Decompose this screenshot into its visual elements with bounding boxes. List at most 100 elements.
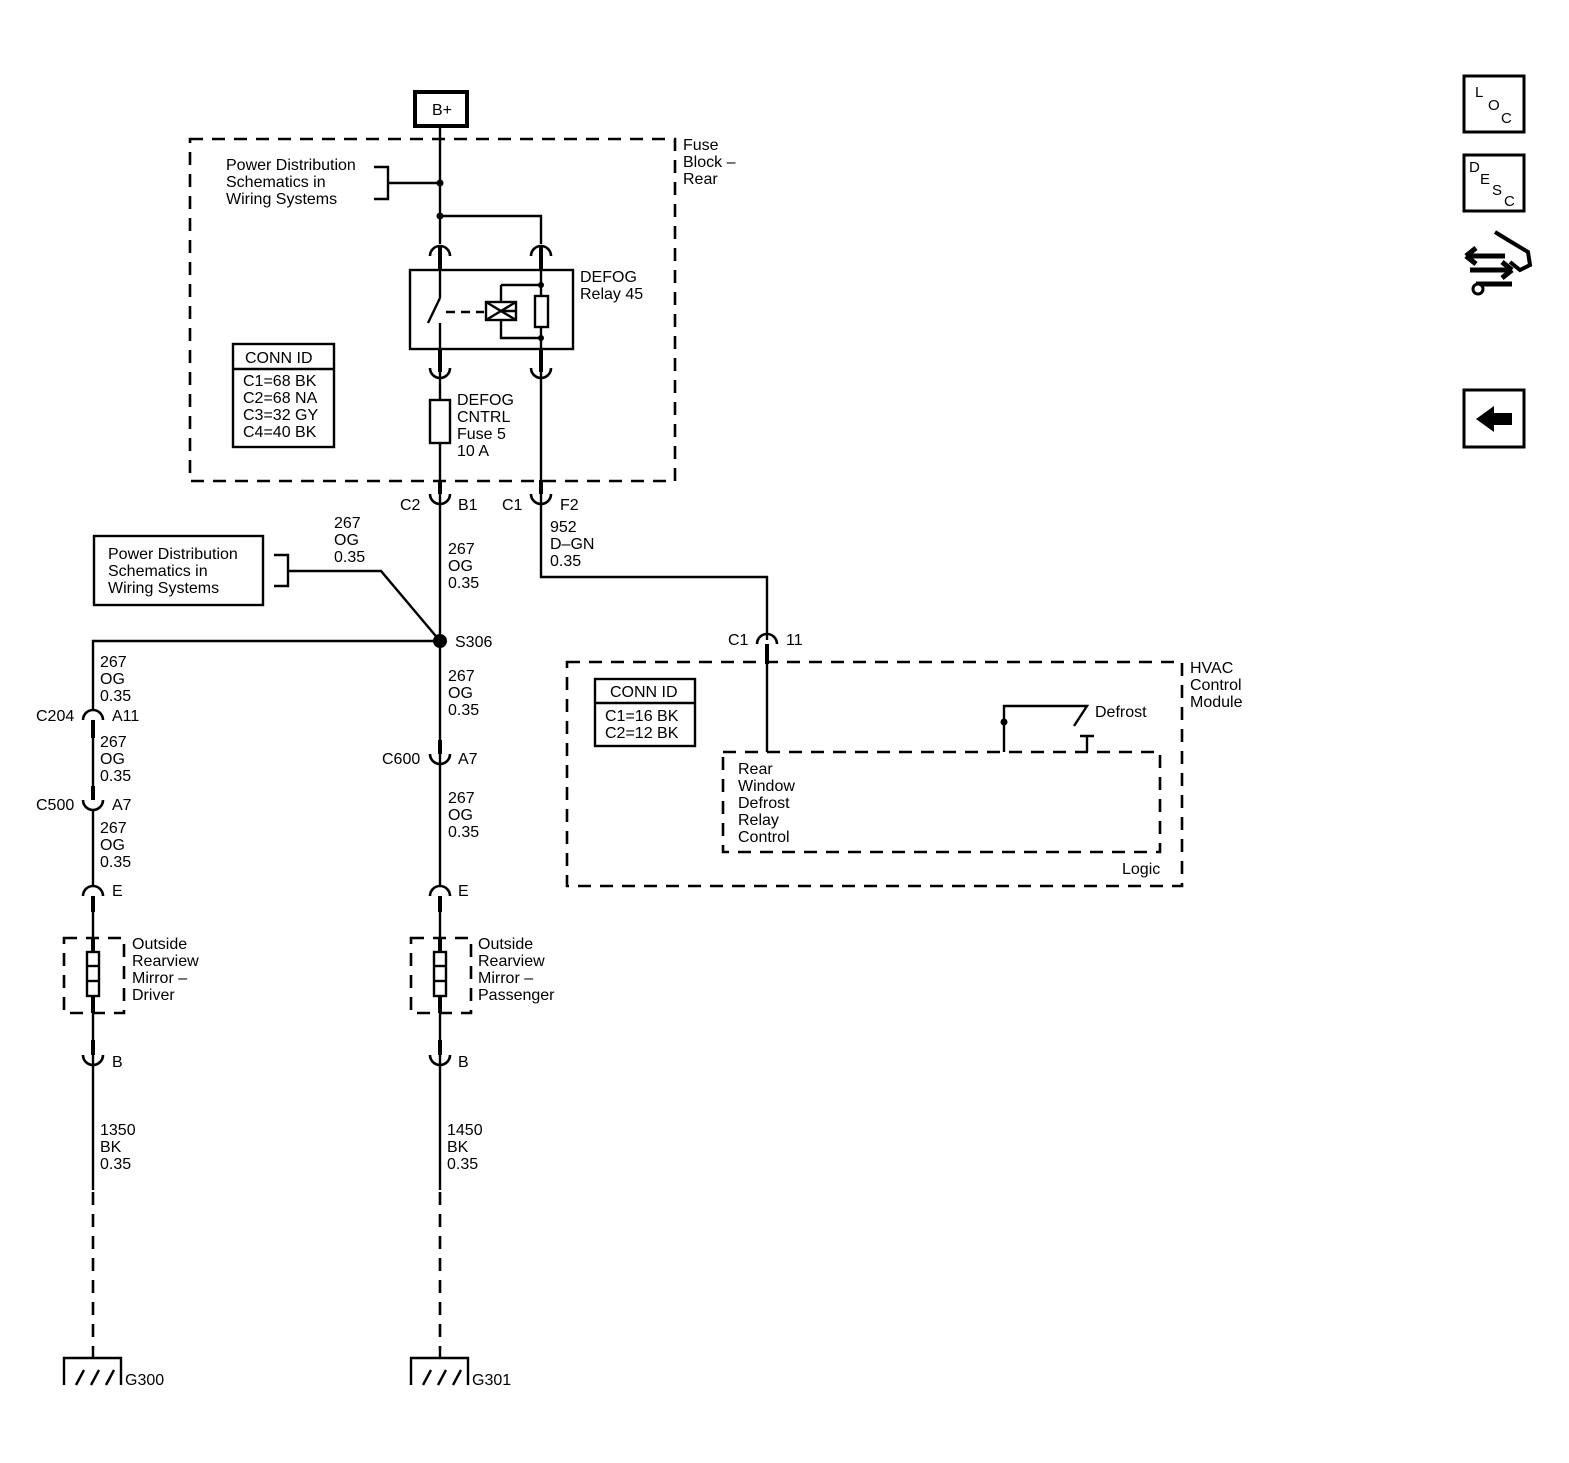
relay-switch <box>426 270 442 349</box>
svg-text:0.35: 0.35 <box>100 1156 131 1173</box>
svg-text:0.35: 0.35 <box>100 688 131 705</box>
wire-267-left <box>91 639 440 710</box>
svg-text:C: C <box>1504 193 1515 210</box>
connector-handshake-icon[interactable] <box>1464 230 1533 296</box>
ground-g300: G300 <box>62 1350 164 1389</box>
hvac-logic-box <box>721 750 1162 854</box>
svg-text:952: 952 <box>550 519 577 536</box>
ground-g301: G301 <box>409 1350 511 1389</box>
fuse-block-conn-id-table: CONN ID C1=68 BK C2=68 NA C3=32 GY C4=40… <box>231 342 336 449</box>
svg-text:0.35: 0.35 <box>334 549 365 566</box>
svg-text:Block –: Block – <box>683 154 736 171</box>
mirror-passenger-label: Outside Rearview Mirror – Passenger <box>478 936 555 1004</box>
svg-text:C1=16 BK: C1=16 BK <box>605 708 679 725</box>
connector-b-left: B <box>81 1040 123 1071</box>
svg-text:A7: A7 <box>112 797 132 814</box>
svg-text:267: 267 <box>100 820 127 837</box>
svg-text:Rearview: Rearview <box>132 953 199 970</box>
svg-text:CNTRL: CNTRL <box>457 409 510 426</box>
svg-text:DEFOG: DEFOG <box>457 392 514 409</box>
wire-267-right2-label: 267 OG 0.35 <box>448 790 479 841</box>
logic-label: Logic <box>1122 861 1160 878</box>
connector-c600-a7: C600 A7 <box>382 740 478 768</box>
svg-text:Mirror –: Mirror – <box>478 970 533 987</box>
svg-text:B: B <box>112 1054 123 1071</box>
svg-text:Defrost: Defrost <box>738 795 790 812</box>
relay-label: DEFOG Relay 45 <box>580 269 643 303</box>
svg-text:0.35: 0.35 <box>448 702 479 719</box>
svg-text:Relay: Relay <box>738 812 779 829</box>
svg-text:OG: OG <box>448 558 473 575</box>
svg-text:Wiring Systems: Wiring Systems <box>226 191 337 208</box>
svg-text:Driver: Driver <box>132 987 175 1004</box>
svg-text:C: C <box>1501 110 1512 127</box>
svg-text:Window: Window <box>738 778 795 795</box>
svg-text:Fuse 5: Fuse 5 <box>457 426 506 443</box>
wire-267-left1-label: 267 OG 0.35 <box>100 654 131 705</box>
wire-267-left3-label: 267 OG 0.35 <box>100 820 131 871</box>
connector-c2-b1: C2 B1 <box>400 480 478 514</box>
svg-text:267: 267 <box>100 654 127 671</box>
wire-952 <box>539 494 769 640</box>
svg-text:Schematics in: Schematics in <box>226 174 326 191</box>
svg-text:Power Distribution: Power Distribution <box>226 157 356 174</box>
svg-text:267: 267 <box>448 790 475 807</box>
svg-text:C3=32 GY: C3=32 GY <box>243 407 318 424</box>
defrost-switch: Defrost <box>1000 704 1147 752</box>
svg-text:C204: C204 <box>36 708 74 725</box>
svg-text:Fuse: Fuse <box>683 137 719 154</box>
rear-window-defrost-control-label: Rear Window Defrost Relay Control <box>738 761 795 846</box>
svg-text:0.35: 0.35 <box>447 1156 478 1173</box>
mirror-driver-heater <box>62 936 126 1015</box>
wire-267-left2-label: 267 OG 0.35 <box>100 734 131 785</box>
power-distribution-reference[interactable]: Power Distribution Schematics in Wiring … <box>226 157 440 208</box>
back-arrow-button[interactable] <box>1462 388 1526 449</box>
description-button[interactable]: D E S C <box>1462 153 1526 213</box>
wire-1350-label: 1350 BK 0.35 <box>100 1122 136 1173</box>
back-arrow-icon <box>1476 406 1512 432</box>
svg-text:CONN ID: CONN ID <box>245 350 313 367</box>
svg-text:F2: F2 <box>560 497 579 514</box>
svg-text:C2: C2 <box>400 497 421 514</box>
svg-text:B1: B1 <box>458 497 478 514</box>
svg-text:1450: 1450 <box>447 1122 483 1139</box>
location-button[interactable]: L O C <box>1462 74 1526 134</box>
svg-text:A11: A11 <box>112 708 139 725</box>
svg-text:Outside: Outside <box>478 936 533 953</box>
svg-text:OG: OG <box>100 671 125 688</box>
svg-text:C1: C1 <box>502 497 523 514</box>
svg-text:C2=68 NA: C2=68 NA <box>243 390 318 407</box>
svg-text:OG: OG <box>334 532 359 549</box>
svg-text:Mirror –: Mirror – <box>132 970 187 987</box>
svg-text:A7: A7 <box>458 751 478 768</box>
relay-resistor <box>533 294 550 329</box>
svg-text:E: E <box>1480 171 1490 188</box>
fuse-label: DEFOG CNTRL Fuse 5 10 A <box>457 392 514 460</box>
svg-text:C500: C500 <box>36 797 74 814</box>
battery-label: B+ <box>432 102 452 119</box>
fuse-block-outline <box>188 137 677 483</box>
svg-text:267: 267 <box>448 541 475 558</box>
mirror-driver-label: Outside Rearview Mirror – Driver <box>132 936 199 1004</box>
connector-e-left: E <box>81 883 123 912</box>
hvac-conn-id-table: CONN ID C1=16 BK C2=12 BK <box>593 677 697 748</box>
svg-text:C1=68 BK: C1=68 BK <box>243 373 317 390</box>
power-distribution-reference-2[interactable]: Power Distribution Schematics in Wiring … <box>92 534 441 642</box>
svg-text:267: 267 <box>448 668 475 685</box>
fuse-block-title: Fuse Block – Rear <box>683 137 736 188</box>
connector-b-right: B <box>428 1040 469 1071</box>
defog-fuse <box>428 398 452 445</box>
svg-text:G301: G301 <box>472 1372 511 1389</box>
svg-text:Power Distribution: Power Distribution <box>108 546 238 563</box>
feed-wire <box>438 126 543 244</box>
connector-c204-a11: C204 A11 <box>36 708 139 738</box>
svg-text:BK: BK <box>447 1139 469 1156</box>
svg-text:Control: Control <box>738 829 790 846</box>
svg-text:BK: BK <box>100 1139 122 1156</box>
svg-text:OG: OG <box>448 685 473 702</box>
svg-text:Passenger: Passenger <box>478 987 555 1004</box>
svg-text:0.35: 0.35 <box>100 768 131 785</box>
svg-text:S: S <box>1492 182 1502 199</box>
svg-text:Rear: Rear <box>683 171 718 188</box>
svg-text:Outside: Outside <box>132 936 187 953</box>
